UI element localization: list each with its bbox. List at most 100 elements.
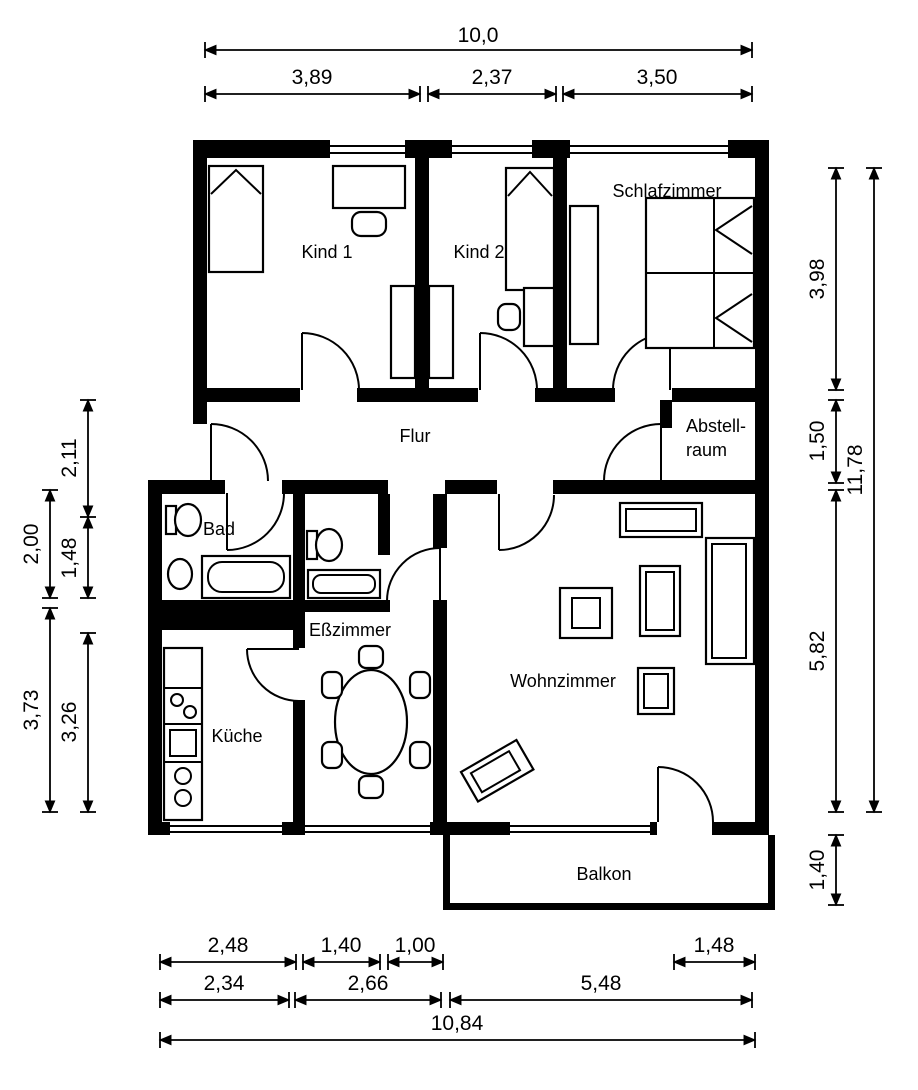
kitchen-counter: [162, 646, 204, 822]
dim-bottom-r2-3: 5,48: [581, 972, 622, 995]
window-kueche: [170, 825, 282, 833]
door-bad: [226, 492, 285, 551]
door-kind2: [479, 332, 538, 391]
wall-segment: [650, 822, 657, 835]
desk-kind2: [496, 286, 556, 348]
room-label-abstellraum-2: raum: [686, 440, 727, 460]
balcony-wall-right: [768, 835, 775, 910]
wall-segment: [712, 822, 769, 835]
dim-top-kind2: 2,37: [472, 66, 513, 89]
dim-left-kueche-outer: 3,73: [20, 690, 43, 731]
wall-segment: [433, 494, 447, 548]
doors: [210, 332, 714, 823]
dining-table: [333, 668, 409, 776]
balcony-wall-left: [443, 835, 450, 910]
wall-segment: [148, 480, 225, 494]
wall-segment: [553, 480, 769, 494]
walls: [148, 140, 769, 835]
room-label-balkon: Balkon: [576, 864, 631, 884]
dim-bottom-r1-4: 1,48: [694, 934, 735, 957]
dim-bottom-r2-2: 2,66: [348, 972, 389, 995]
window-esszimmer: [303, 825, 430, 833]
dim-left-bad-outer: 2,00: [20, 524, 43, 565]
wall-segment: [282, 480, 388, 494]
windows: [170, 145, 728, 833]
wall-segment: [293, 700, 305, 835]
dim-bottom-r1-2: 1,40: [321, 934, 362, 957]
room-label-kind2: Kind 2: [453, 242, 504, 262]
sofa: [704, 536, 756, 666]
dim-top-schlafzimmer: 3,50: [637, 66, 678, 89]
dimensions-top: 10,0 3,89 2,37 3,50: [203, 24, 754, 102]
tv-unit: [459, 738, 535, 803]
dimensions-left: 2,11 1,48 3,26 2,00 3,73: [20, 398, 96, 814]
furniture: [162, 164, 756, 822]
dim-right-flur: 1,50: [806, 421, 829, 462]
wall-segment: [433, 600, 447, 835]
wall-segment: [305, 600, 390, 612]
wall-segment: [293, 494, 305, 600]
dim-right-balkon: 1,40: [806, 850, 829, 891]
bathtub: [200, 554, 292, 600]
dining-chairs: [320, 644, 432, 800]
stove-burner: [183, 705, 197, 719]
sink-basin: [174, 767, 192, 785]
dim-top-kind1: 3,89: [292, 66, 333, 89]
wall-segment: [282, 822, 303, 835]
balcony-wall-bottom: [443, 903, 775, 910]
wall-segment: [357, 388, 478, 402]
wall-segment: [535, 388, 615, 402]
dim-right-bedrooms: 3,98: [806, 259, 829, 300]
dimensions-bottom: 2,48 1,40 1,00 1,48 2,34 2,66 5,48 10,84: [158, 934, 757, 1048]
window-kind2: [452, 145, 532, 154]
dim-bottom-r2-1: 2,34: [204, 972, 245, 995]
wardrobe-kind1: [389, 284, 417, 380]
room-label-flur: Flur: [400, 426, 431, 446]
side-table: [636, 666, 676, 716]
door-abstellraum: [603, 423, 662, 482]
armchair: [558, 586, 614, 640]
wall-segment: [445, 480, 497, 494]
washbasin-wc: [306, 568, 382, 600]
room-label-schlafzimmer: Schlafzimmer: [612, 181, 721, 201]
sink-basin: [174, 789, 192, 807]
wall-segment: [193, 388, 300, 402]
wall-segment: [415, 158, 429, 388]
window-kind1: [330, 145, 405, 154]
coffee-table: [638, 564, 682, 638]
dim-bottom-r1-3: 1,00: [395, 934, 436, 957]
toilet-wc: [305, 527, 344, 563]
toilet-bad: [164, 502, 203, 538]
washbasin-bad: [166, 557, 194, 591]
wardrobe-kind2: [427, 284, 455, 380]
entrance-door: [210, 423, 269, 482]
bed-kind1: [207, 164, 265, 274]
wall-segment: [148, 480, 162, 835]
room-label-esszimmer: Eßzimmer: [309, 620, 391, 640]
wall-segment: [378, 494, 390, 555]
wall-segment: [532, 140, 570, 158]
wall-segment: [660, 400, 672, 428]
room-label-kind1: Kind 1: [301, 242, 352, 262]
wardrobe-schlafzimmer: [568, 204, 600, 346]
window-schlafzimmer: [570, 145, 728, 154]
bed-kind2: [504, 166, 556, 292]
dim-right-total: 11,78: [844, 445, 867, 496]
door-esszimmer: [386, 547, 441, 602]
room-label-wohnzimmer: Wohnzimmer: [510, 671, 616, 691]
wall-segment: [405, 140, 452, 158]
dim-left-flur: 2,11: [58, 438, 81, 477]
wall-segment: [193, 140, 330, 158]
wall-segment: [445, 822, 510, 835]
balcony-walls: [443, 835, 775, 910]
wall-segment: [672, 388, 769, 402]
door-kueche: [246, 648, 300, 702]
wall-segment: [553, 158, 567, 388]
door-balkon: [657, 766, 714, 823]
dim-bottom-total: 10,84: [431, 1012, 484, 1035]
desk-kind1: [331, 164, 407, 238]
room-label-abstellraum-1: Abstell-: [686, 416, 746, 436]
wall-segment: [193, 140, 207, 424]
room-labels: Kind 1 Kind 2 Schlafzimmer Flur Abstell-…: [203, 181, 746, 884]
